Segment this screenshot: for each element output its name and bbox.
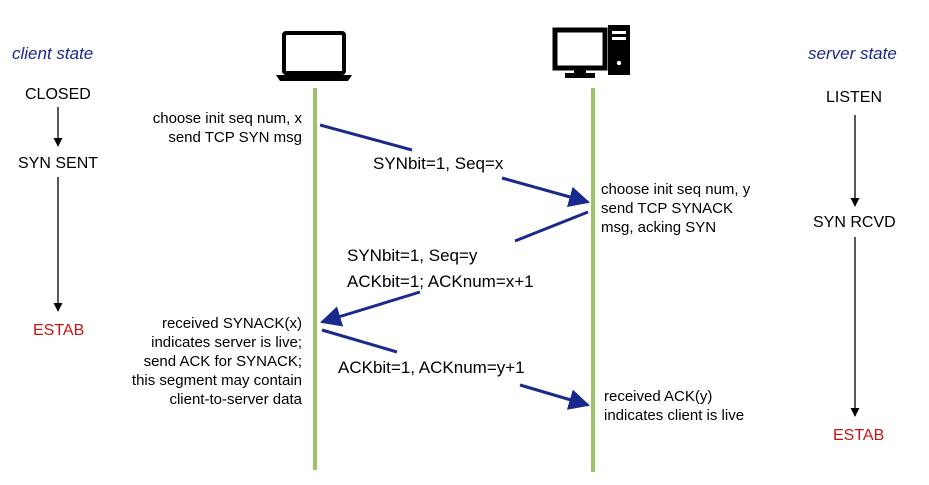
ack-message-label: ACKbit=1, ACKnum=y+1: [338, 358, 525, 377]
desktop-computer-icon: [552, 25, 630, 78]
ack-arrow: [321, 328, 591, 410]
client-received-note: received SYNACK(x) indicates server is l…: [131, 315, 302, 408]
server-state-listen: LISTEN: [826, 89, 883, 106]
client-state-syn-sent: SYN SENT: [18, 155, 99, 172]
client-init-note: choose init seq num, x send TCP SYN msg: [152, 110, 302, 146]
synack-arrow: [319, 210, 589, 327]
server-state-header: server state: [808, 44, 897, 63]
syn-arrow: [319, 123, 591, 208]
client-state-closed: CLOSED: [25, 86, 91, 103]
server-received-note: received ACK(y) indicates client is live: [604, 388, 745, 424]
server-init-note: choose init seq num, y send TCP SYNACK m…: [601, 181, 751, 236]
syn-message-label: SYNbit=1, Seq=x: [373, 154, 504, 173]
synack-message-label: SYNbit=1, Seq=y ACKbit=1; ACKnum=x+1: [347, 246, 534, 291]
server-state-syn-rcvd: SYN RCVD: [813, 214, 896, 231]
server-state-estab: ESTAB: [833, 427, 885, 444]
client-state-estab: ESTAB: [33, 322, 85, 339]
laptop-icon: [276, 31, 352, 81]
client-state-header: client state: [12, 44, 94, 63]
